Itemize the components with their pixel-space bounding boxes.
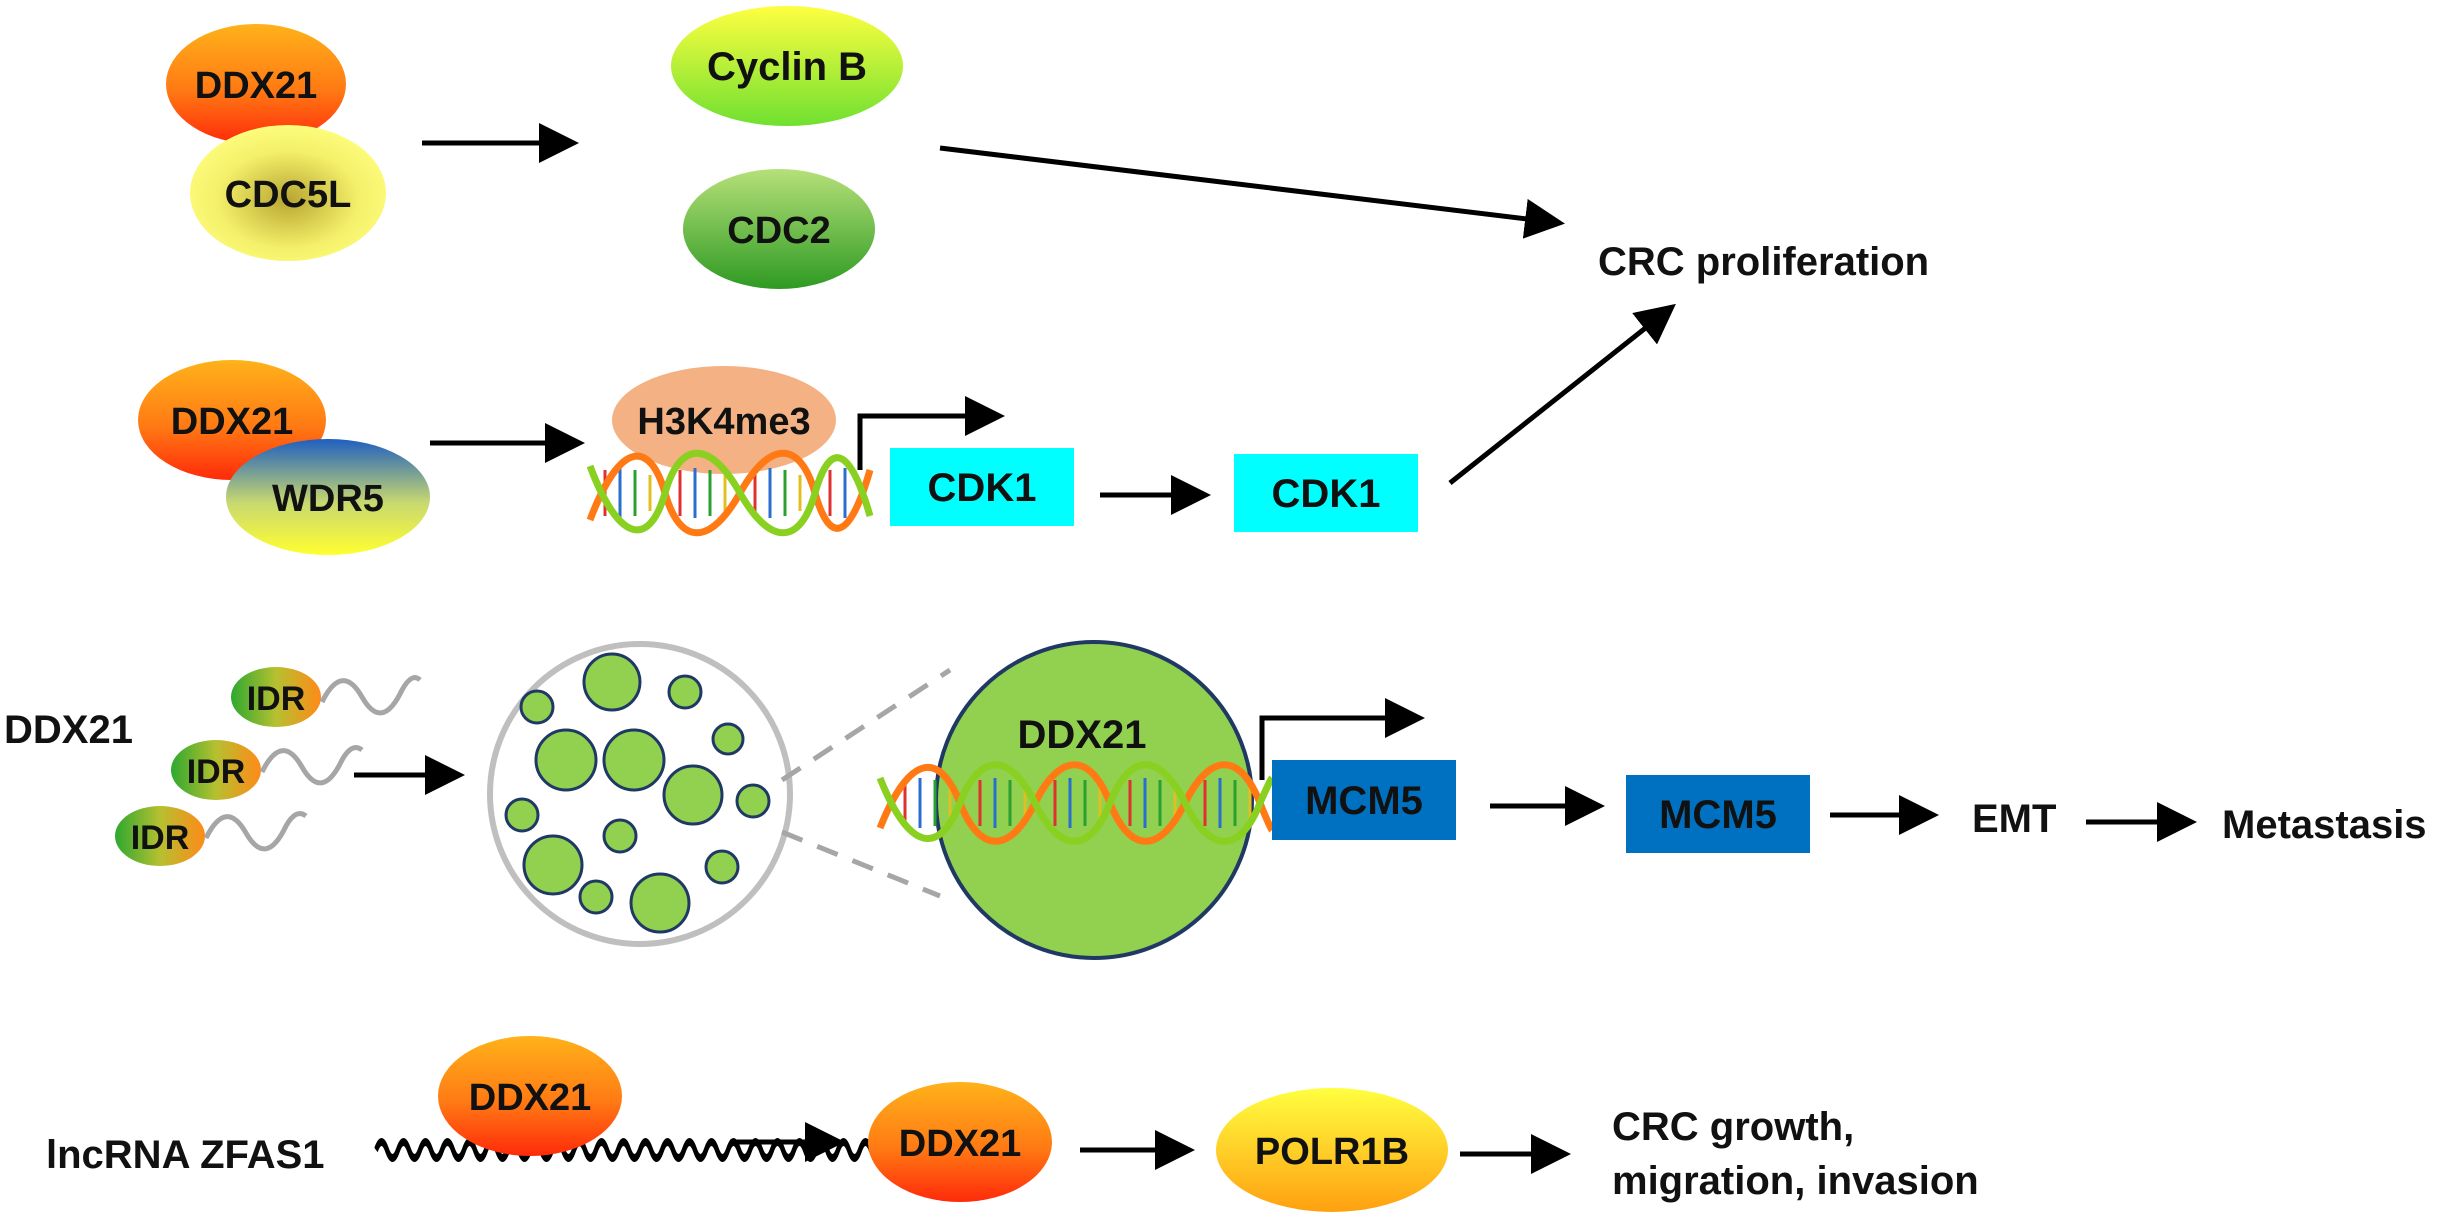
idr-tail — [203, 811, 308, 852]
cdc5l-label: CDC5L — [225, 174, 352, 216]
lncrna-label: lncRNA ZFAS1 — [46, 1133, 325, 1177]
phase-separation-droplets — [487, 641, 793, 947]
idr-tail — [259, 745, 364, 786]
h3k4me3-label: H3K4me3 — [637, 401, 810, 443]
cdc2-ellipse — [683, 169, 875, 289]
crc-proliferation-label: CRC proliferation — [1598, 240, 1929, 284]
cdc5l-ellipse — [190, 125, 386, 261]
zoom-line-top — [780, 667, 952, 783]
zoom-line-bottom — [781, 829, 941, 899]
dna-helix-icon — [586, 449, 874, 537]
cdk1-protein-box — [1234, 454, 1418, 532]
ddx21-ellipse — [166, 24, 346, 144]
polr1b-ellipse — [1216, 1088, 1448, 1212]
wdr5-label: WDR5 — [272, 478, 384, 520]
outcome-line2: migration, invasion — [1612, 1159, 1979, 1203]
wdr5-ellipse — [226, 439, 430, 555]
ddx21-ellipse — [868, 1082, 1052, 1202]
cdk1-protein-label: CDK1 — [1272, 472, 1381, 516]
mcm5-gene-label: MCM5 — [1305, 779, 1423, 823]
ddx21-label: DDX21 — [171, 401, 294, 443]
droplets — [504, 652, 771, 934]
cdk1-gene-label: CDK1 — [928, 466, 1037, 510]
ddx21-label: DDX21 — [195, 65, 318, 107]
idr-label: IDR — [247, 680, 306, 718]
arrow-cdk1-to-proliferation — [1448, 303, 1676, 485]
polr1b-label: POLR1B — [1255, 1131, 1409, 1173]
mcm5-gene-box — [1272, 760, 1456, 840]
idr-label: IDR — [131, 819, 190, 857]
idr-label: IDR — [187, 753, 246, 791]
condensate-label: DDX21 — [1018, 713, 1147, 757]
ddx21-bound-label: DDX21 — [469, 1077, 592, 1119]
idr-tail — [319, 675, 422, 716]
transcription-arrow — [857, 396, 1005, 470]
ddx21-wdr5-complex: DDX21 WDR5 — [138, 360, 430, 555]
ddx21-cdc5l-complex: DDX21 CDC5L — [166, 24, 386, 261]
dna-helix-icon — [876, 761, 1275, 845]
cdc2-label: CDC2 — [727, 210, 830, 252]
outcome-line1: CRC growth, — [1612, 1105, 1854, 1149]
ddx21-label: DDX21 — [899, 1123, 1022, 1165]
idr-ellipse — [231, 667, 321, 727]
arrow-cyclins-to-proliferation — [939, 145, 1565, 239]
transcription-arrow — [1259, 698, 1425, 780]
mcm5-protein-label: MCM5 — [1659, 793, 1777, 837]
idr-ellipse — [171, 740, 261, 800]
cdk1-gene-box — [890, 448, 1074, 526]
h3k4me3-ellipse — [612, 366, 836, 474]
metastasis-label: Metastasis — [2222, 803, 2427, 847]
idr-domains: IDR IDR IDR — [115, 667, 422, 866]
cyclin-b-ellipse — [671, 6, 903, 126]
idr-ellipse — [115, 806, 205, 866]
mcm5-protein-box — [1626, 775, 1810, 853]
emt-label: EMT — [1972, 797, 2056, 841]
ddx21-idr-label: DDX21 — [4, 708, 133, 752]
cyclin-b-label: Cyclin B — [707, 45, 867, 89]
ddx21-bound-ellipse — [438, 1036, 622, 1156]
